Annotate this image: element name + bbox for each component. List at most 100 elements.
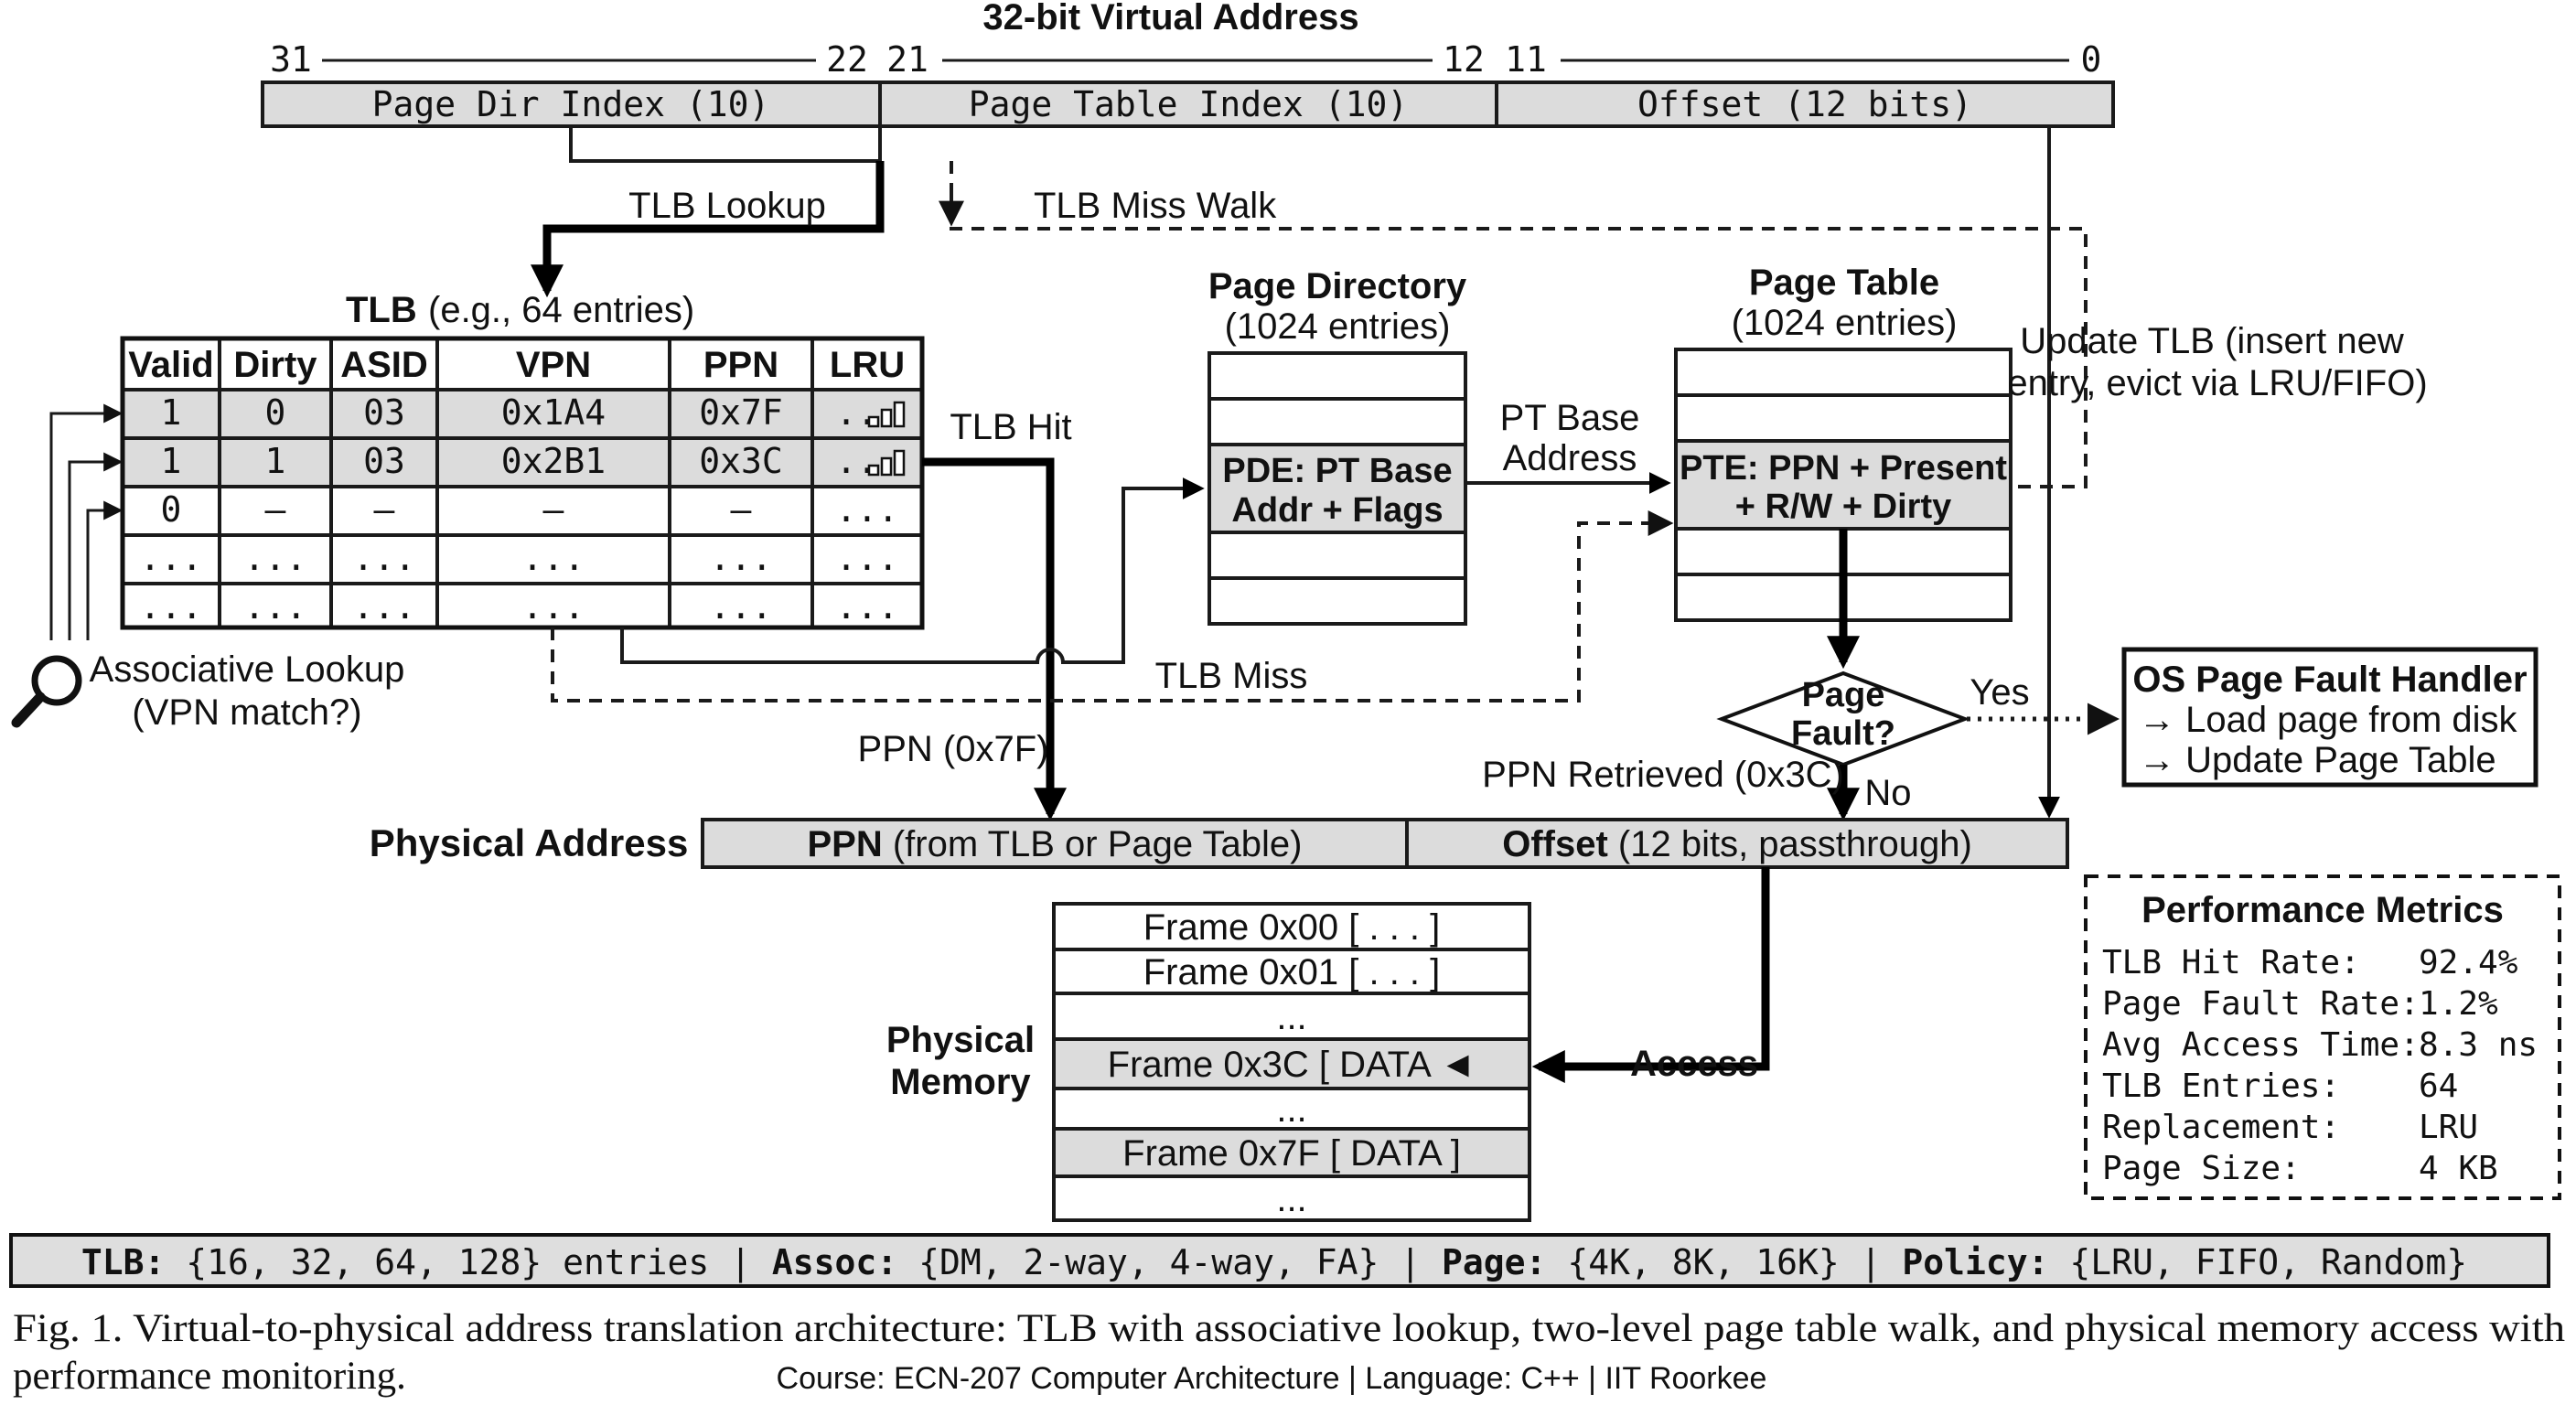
tlb-hit-label: TLB Hit <box>950 407 1071 447</box>
yes-label: Yes <box>1970 672 2029 713</box>
tlb-cell: 1 <box>161 441 182 481</box>
caption-line1: Fig. 1. Virtual-to-physical address tran… <box>13 1307 2565 1350</box>
physical-memory-label-2: Memory <box>890 1062 1031 1102</box>
os-page-fault-handler: OS Page Fault Handler → Load page from d… <box>2121 647 2538 788</box>
assoc-line-1 <box>49 403 123 640</box>
tlb-cell: 0x2B1 <box>501 441 606 481</box>
metric-value: 8.3 ns <box>2419 1026 2538 1064</box>
metrics-list: TLB Hit Rate:92.4%Page Fault Rate:1.2%Av… <box>2102 944 2538 1187</box>
tlb-cell: – <box>543 489 564 530</box>
tlb-cell: 0x1A4 <box>501 392 606 433</box>
update-tlb-label-2: entry, evict via LRU/FIFO) <box>2007 363 2427 403</box>
tlb-cell: – <box>265 489 286 530</box>
metric-value: 92.4% <box>2419 944 2518 981</box>
memory-frame: Frame 0x00 [ . . . ] <box>1143 907 1441 948</box>
tlb-cell: 0 <box>265 392 286 433</box>
virtual-address-title: 32-bit Virtual Address <box>982 0 1358 38</box>
tlb-lookup-arrow <box>531 161 885 298</box>
tlb-cell: ... <box>140 538 203 578</box>
tlb-cell: ... <box>710 586 773 627</box>
tlb-col-header: LRU <box>830 345 905 385</box>
tlb-col-header: Dirty <box>233 345 317 385</box>
ppn-0x7f-label: PPN (0x7F) <box>858 729 1049 769</box>
metric-name: TLB Hit Rate: <box>2102 944 2360 981</box>
tlb-cell: 1 <box>161 392 182 433</box>
tlb-col-header: Valid <box>128 345 213 385</box>
bit-label-21: 21 <box>886 39 928 80</box>
access-arrow <box>1531 867 1770 1083</box>
page-fault-line2: Fault? <box>1791 714 1895 753</box>
physical-memory-frames: Frame 0x00 [ . . . ]Frame 0x01 [ . . . ]… <box>1052 902 1531 1222</box>
os-handler-title: OS Page Fault Handler <box>2132 660 2527 700</box>
tlb-cell: ... <box>522 586 585 627</box>
page-directory-subtitle: (1024 entries) <box>1225 306 1451 347</box>
page-dir-index-field: Page Dir Index (10) <box>372 84 770 124</box>
tlb-cell: ... <box>522 538 585 578</box>
metric-name: Page Fault Rate: <box>2102 985 2420 1023</box>
ppn-retrieved-label: PPN Retrieved (0x3C) <box>1482 755 1844 795</box>
tlb-lookup-label: TLB Lookup <box>628 186 826 226</box>
os-handler-line2: → Update Page Table <box>2139 740 2496 780</box>
page-directory-table: PDE: PT Base Addr + Flags <box>1208 351 1467 626</box>
virtual-address-register: Page Dir Index (10) Page Table Index (10… <box>261 80 2115 128</box>
metric-name: Avg Access Time: <box>2102 1026 2420 1064</box>
metric-value: 64 <box>2419 1067 2458 1105</box>
memory-frame: ... <box>1276 1089 1306 1130</box>
memory-frame-data: Frame 0x7F [ DATA ] <box>1122 1133 1461 1174</box>
tlb-hit-arrow <box>922 457 1067 821</box>
memory-frame: Frame 0x01 [ . . . ] <box>1143 952 1441 992</box>
os-handler-line1: → Load page from disk <box>2139 700 2518 740</box>
tlb-subtitle: (e.g., 64 entries) <box>428 290 694 330</box>
tlb-title: TLB <box>346 290 417 330</box>
page-directory-title: Page Directory <box>1208 266 1467 306</box>
physical-address-register: PPN (from TLB or Page Table) Offset (12 … <box>701 818 2069 869</box>
page-fault-line1: Page <box>1802 676 1885 714</box>
tlb-cell: ... <box>836 489 899 530</box>
metric-name: Page Size: <box>2102 1150 2301 1187</box>
bit-label-12: 12 <box>1443 39 1485 80</box>
tlb-cell: ... <box>140 586 203 627</box>
tlb-cell: ... <box>244 538 307 578</box>
physical-address-label: Physical Address <box>370 821 689 864</box>
offset-field: Offset (12 bits) <box>1637 84 1972 124</box>
config-bar-text: TLB: {16, 32, 64, 128} entries | Assoc: … <box>81 1242 2467 1283</box>
offset-pa-field: Offset (12 bits, passthrough) <box>1502 824 1972 864</box>
tlb-cell: ... <box>244 586 307 627</box>
caption-line2: performance monitoring. <box>13 1355 406 1398</box>
to-page-directory-arrow <box>620 477 1205 664</box>
bit-label-31: 31 <box>270 39 312 80</box>
pte-entry-line1: PTE: PPN + Present <box>1680 449 2007 488</box>
tlb-col-header: ASID <box>340 345 428 385</box>
tlb-cell: ... <box>836 586 899 627</box>
tlb-cell: – <box>731 489 752 530</box>
page-table-subtitle: (1024 entries) <box>1732 303 1958 343</box>
config-bar: TLB: {16, 32, 64, 128} entries | Assoc: … <box>9 1233 2550 1288</box>
tlb-cell: ... <box>353 538 416 578</box>
bit-label-22: 22 <box>826 39 868 80</box>
metric-name: Replacement: <box>2102 1109 2340 1146</box>
pt-base-label-1: PT Base <box>1500 398 1640 438</box>
assoc-line-3 <box>86 500 123 640</box>
assoc-line-2 <box>68 452 123 640</box>
bit-label-11: 11 <box>1505 39 1547 80</box>
ppn-field: PPN (from TLB or Page Table) <box>808 824 1303 864</box>
tlb-cell: 1 <box>265 441 286 481</box>
tlb-cell: 0x7F <box>699 392 783 433</box>
bit-ruler: 31 22 21 12 11 0 <box>270 39 2101 80</box>
page-fault-decision: Page Fault? <box>1716 670 1970 767</box>
lru-bars-icon <box>867 449 906 477</box>
tlb-cell: ... <box>836 538 899 578</box>
vpn-bracket <box>569 126 882 163</box>
metric-name: TLB Entries: <box>2102 1067 2340 1105</box>
memory-frame: ... <box>1276 997 1306 1037</box>
magnifier-icon <box>11 655 82 728</box>
tlb-miss-label: TLB Miss <box>1155 656 1308 696</box>
tlb-cell: 0x3C <box>699 441 783 481</box>
tlb-miss-walk-label: TLB Miss Walk <box>1034 186 1277 226</box>
tlb-cell: ... <box>353 586 416 627</box>
metric-value: LRU <box>2419 1109 2478 1146</box>
assoc-lookup-label: Associative Lookup <box>90 649 405 690</box>
lru-bars-icon <box>867 401 906 428</box>
memory-frame: ... <box>1276 1179 1306 1219</box>
